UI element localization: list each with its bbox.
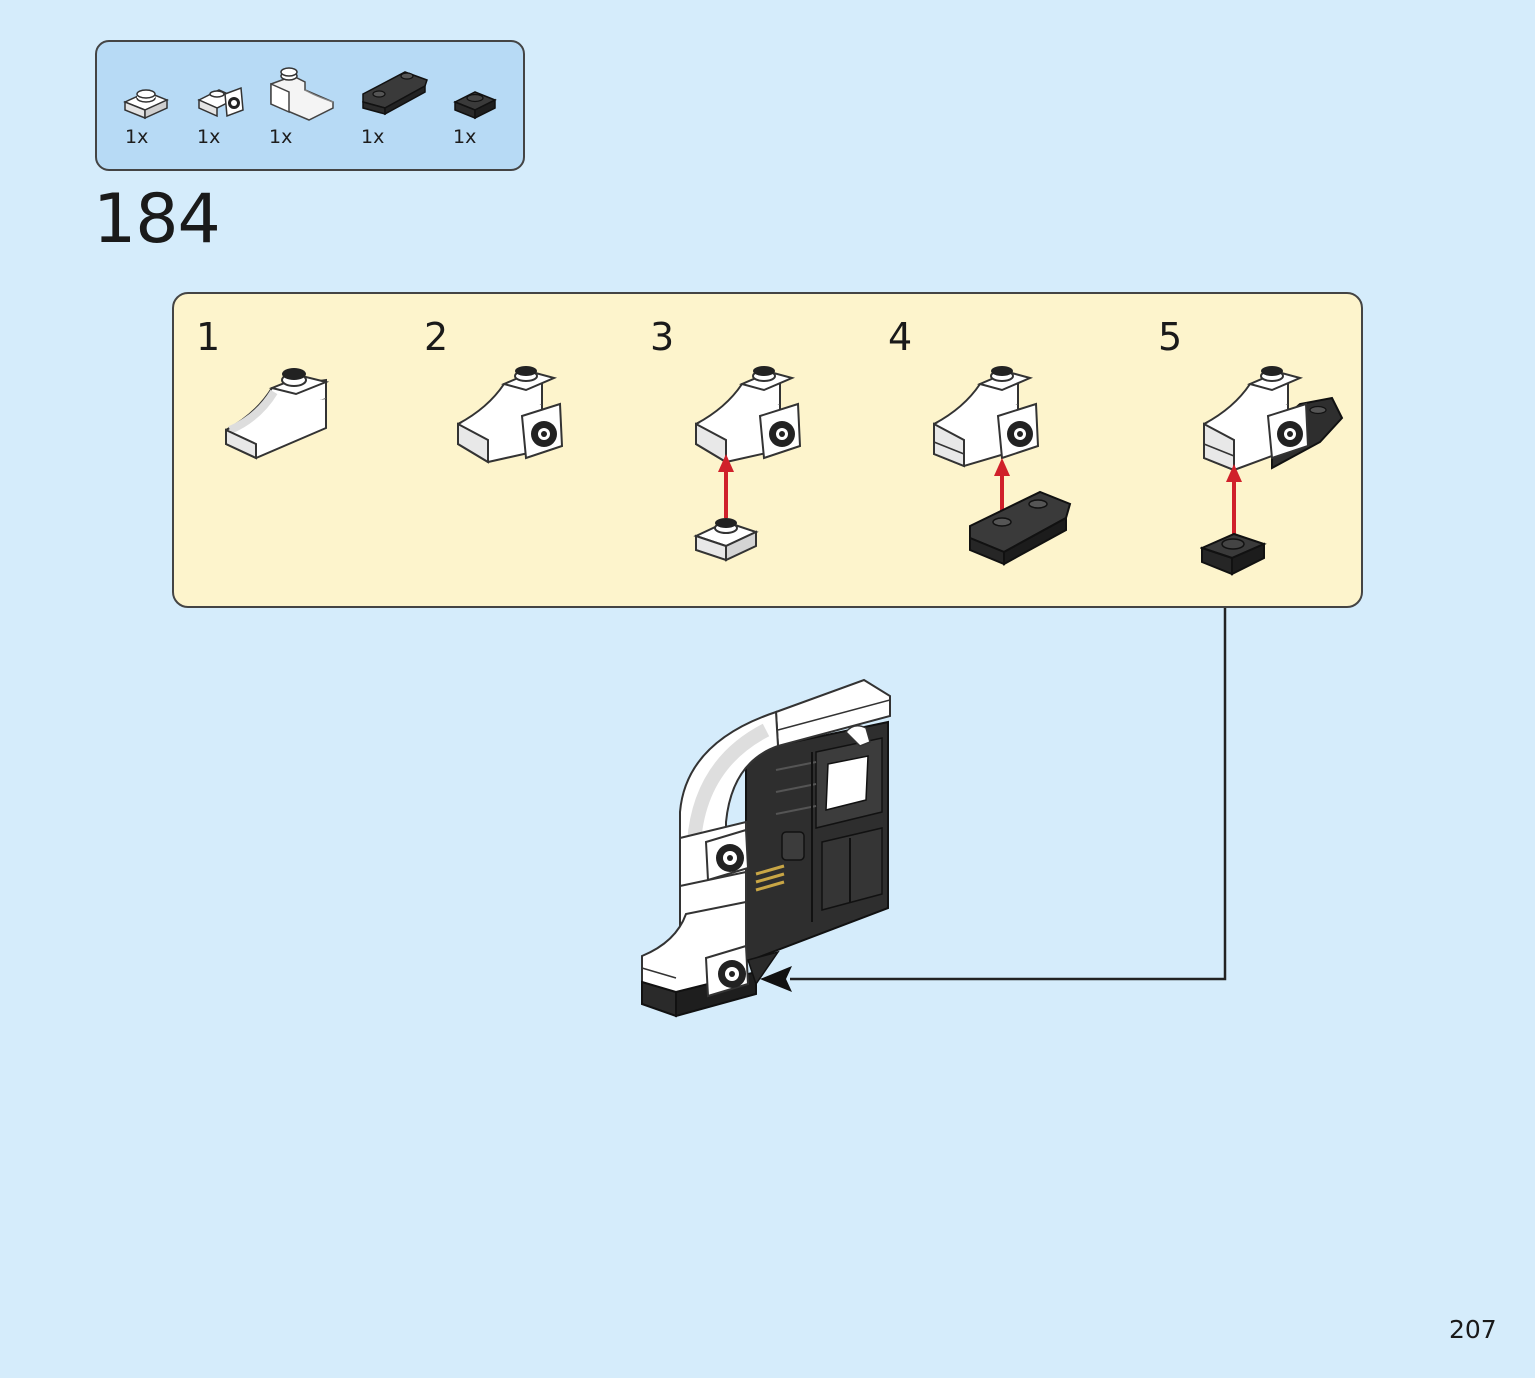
substep-number: 3 bbox=[650, 315, 675, 359]
main-model-figure bbox=[636, 672, 896, 1036]
black-plate-1x1-icon bbox=[451, 54, 499, 124]
part-qty: 1x bbox=[197, 126, 221, 148]
substep-1-figure bbox=[222, 358, 332, 472]
substep-number: 4 bbox=[888, 315, 913, 359]
white-bracket-1x1-icon bbox=[195, 54, 247, 124]
substep-number: 5 bbox=[1158, 315, 1183, 359]
substep-number: 1 bbox=[196, 315, 221, 359]
black-inverted-slope-icon bbox=[359, 54, 431, 124]
part-qty: 1x bbox=[361, 126, 385, 148]
substep-4-figure bbox=[930, 358, 1080, 572]
parts-list-callout: 1x 1x 1x 1x bbox=[95, 40, 525, 171]
white-slope-curved-icon bbox=[267, 54, 337, 124]
part-qty: 1x bbox=[269, 126, 293, 148]
substep-3-figure bbox=[692, 358, 807, 572]
page-number: 207 bbox=[1449, 1315, 1497, 1344]
substep-2-figure bbox=[454, 358, 569, 472]
substep-callout: 1 2 3 bbox=[172, 292, 1363, 608]
white-plate-1x1-icon bbox=[121, 54, 171, 124]
step-number: 184 bbox=[93, 180, 221, 259]
substep-5-figure bbox=[1199, 358, 1350, 592]
part-qty: 1x bbox=[453, 126, 477, 148]
substep-number: 2 bbox=[424, 315, 449, 359]
part-qty: 1x bbox=[125, 126, 149, 148]
